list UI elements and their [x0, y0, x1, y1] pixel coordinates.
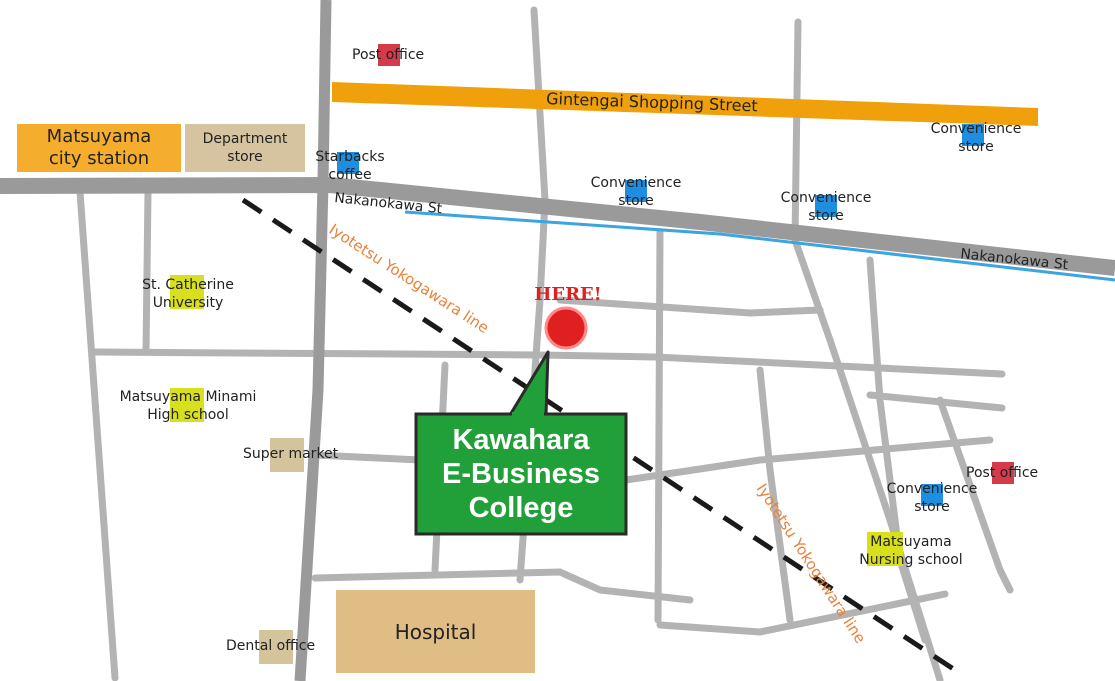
gintengai-label: Gintengai Shopping Street: [546, 89, 758, 115]
callout-pointer: [414, 350, 628, 536]
super-market-marker: [270, 438, 304, 472]
st-catherine-marker: [170, 275, 204, 309]
hospital[interactable]: Hospital: [336, 590, 535, 673]
post-office-east-marker: [992, 462, 1014, 484]
nursing-school-label: Matsuyama Nursing school: [859, 534, 963, 568]
starbucks-label: Starbacks coffee: [315, 149, 385, 183]
convenience-ne-marker: [962, 124, 984, 146]
convenience-se-label: Convenience store: [886, 481, 978, 515]
minor-roads: [76, 6, 1014, 681]
college-callout[interactable]: Kawahara E-Business College: [442, 424, 600, 524]
post-office-north-marker: [378, 44, 400, 66]
convenience-ne-label: Convenience store: [930, 121, 1022, 155]
convenience-center-marker: [625, 180, 647, 202]
st-catherine-label: St. Catherine University: [142, 277, 234, 311]
convenience-mid-marker: [815, 195, 837, 217]
post-office-north-label: Post office: [352, 47, 425, 63]
gintengai-shopping-street: [332, 82, 1038, 126]
arterial-road-vertical: [294, 0, 332, 681]
rail-north-label: Iyotetsu Yokogawara line: [326, 220, 492, 337]
starbucks-marker: [337, 152, 359, 174]
river-line: [404, 210, 1115, 282]
convenience-mid-label: Convenience store: [780, 190, 872, 224]
here-marker[interactable]: [544, 306, 588, 350]
nakanokawa-street: [0, 176, 1115, 276]
dental-office-label: Dental office: [226, 638, 316, 654]
matsuyama-city-station[interactable]: Matsuyama city station: [17, 124, 181, 172]
dental-office-marker: [259, 630, 293, 664]
minami-high-marker: [170, 388, 204, 422]
here-label: HERE!: [534, 284, 601, 305]
super-market-label: Super market: [243, 446, 339, 462]
minami-high-label: Matsuyama Minami High school: [119, 389, 257, 423]
post-office-east-label: Post office: [966, 465, 1039, 481]
nursing-school-marker: [867, 532, 903, 566]
convenience-se-marker: [921, 484, 943, 506]
department-store[interactable]: Department store: [185, 124, 305, 172]
convenience-center-label: Convenience store: [590, 175, 682, 209]
